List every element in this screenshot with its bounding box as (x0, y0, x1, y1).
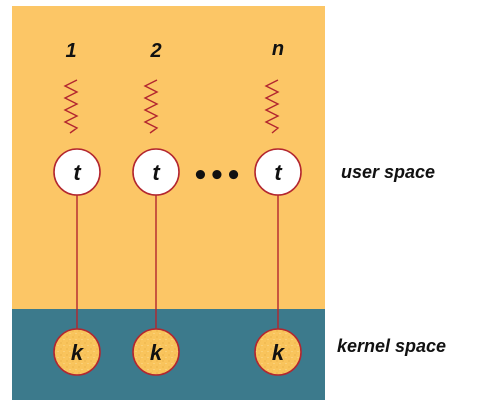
user-thread-label: t (152, 160, 161, 185)
kernel-thread-label: k (272, 340, 286, 365)
kernel-thread-circle (254, 328, 302, 376)
thread-column-n: n t k (254, 38, 302, 376)
wavy-line (63, 79, 79, 134)
user-thread-label: t (274, 160, 283, 185)
kernel-space-label: kernel space (337, 336, 446, 356)
kernel-thread-label: k (71, 340, 85, 365)
wavy-line (143, 79, 159, 134)
user-thread-label: t (73, 160, 82, 185)
user-thread-circle (132, 148, 180, 196)
kernel-thread-circle (132, 328, 180, 376)
thread-column-1: 1 t k (53, 40, 101, 376)
thread-column-2: 2 t k (132, 40, 180, 376)
user-thread-circle (53, 148, 101, 196)
user-space-label: user space (341, 162, 435, 182)
user-thread-circle (254, 148, 302, 196)
ellipsis: ••• (192, 161, 242, 191)
kernel-thread-label: k (150, 340, 164, 365)
thread-number-label: n (272, 38, 284, 60)
thread-number-label: 2 (149, 40, 161, 62)
wavy-line (264, 79, 280, 134)
thread-number-label: 1 (65, 40, 76, 62)
kernel-thread-circle (53, 328, 101, 376)
